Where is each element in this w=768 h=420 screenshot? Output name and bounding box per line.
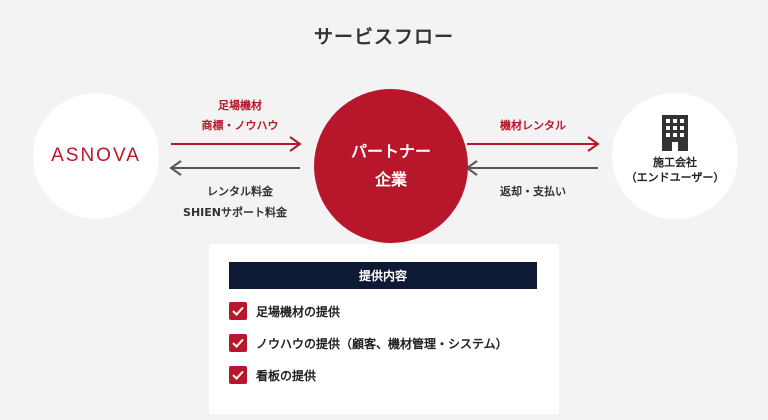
service-item: 看板の提供 [229,366,316,384]
service-item: ノウハウの提供（顧客、機材管理・システム） [229,334,508,352]
checkmark-icon [229,366,247,384]
checkmark-icon [229,334,247,352]
diagram-title: サービスフロー [313,26,454,48]
contractor-node: 施工会社 （エンドユーザー） [612,93,738,219]
label-trademark-knowhow: 商標・ノウハウ [201,119,279,132]
partner-label-line1: パートナー [350,142,431,161]
service-item-label: 足場機材の提供 [256,304,341,319]
contractor-label-line2: （エンドユーザー） [625,171,725,184]
label-equipment: 足場機材 [218,99,262,112]
label-rental-fee: レンタル料金 [207,185,273,198]
arrow-contractor-to-partner [465,160,598,176]
building-icon [662,115,688,151]
partner-node: パートナー 企業 [314,89,468,243]
label-shien-support-fee: SHIENサポート料金 [183,206,287,219]
arrow-asnova-to-partner [171,136,302,152]
service-item-label: ノウハウの提供（顧客、機材管理・システム） [256,336,508,351]
service-item-label: 看板の提供 [256,368,317,383]
services-header: 提供内容 [229,262,537,289]
services-box: 提供内容 足場機材の提供 ノウハウの提供（顧客、機材管理・システム） 看板の提供 [209,244,559,414]
contractor-label-line1: 施工会社 [653,156,697,169]
label-return-payment: 返却・支払い [500,185,566,198]
arrow-partner-to-contractor [467,136,600,152]
asnova-node: ASNOVA [33,93,159,219]
label-equipment-rental: 機材レンタル [500,119,566,132]
arrow-partner-to-asnova [169,160,300,176]
service-item: 足場機材の提供 [229,302,340,320]
asnova-logo: ASNOVA [51,145,141,166]
partner-label-line2: 企業 [374,170,407,189]
checkmark-icon [229,302,247,320]
